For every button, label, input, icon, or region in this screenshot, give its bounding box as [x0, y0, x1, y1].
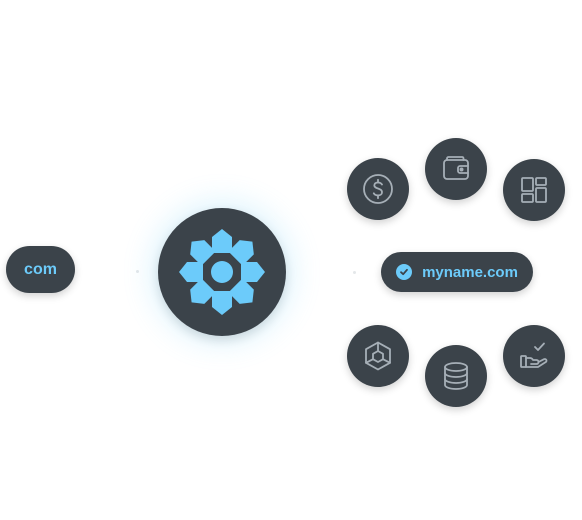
tld-pill[interactable]: com	[6, 246, 75, 293]
cube-button[interactable]	[347, 325, 409, 387]
domain-label: myname.com	[422, 263, 518, 281]
connector-dot	[353, 271, 356, 274]
cube-icon	[365, 341, 391, 371]
wallet-button[interactable]	[425, 138, 487, 200]
hand-check-icon	[520, 342, 548, 368]
database-button[interactable]	[425, 345, 487, 407]
hub-logo-icon	[179, 229, 265, 315]
dashboard-button[interactable]	[503, 159, 565, 221]
dashboard-grid-icon	[521, 177, 547, 203]
domain-pill[interactable]: myname.com	[381, 252, 533, 292]
database-icon	[444, 362, 468, 390]
hub-node[interactable]	[158, 208, 286, 336]
check-circle-icon	[396, 264, 413, 280]
dollar-button[interactable]	[347, 158, 409, 220]
connector-dot	[136, 270, 139, 273]
tld-label: com	[24, 260, 57, 278]
dollar-icon	[363, 174, 393, 204]
hand-check-button[interactable]	[503, 325, 565, 387]
wallet-icon	[443, 156, 469, 180]
